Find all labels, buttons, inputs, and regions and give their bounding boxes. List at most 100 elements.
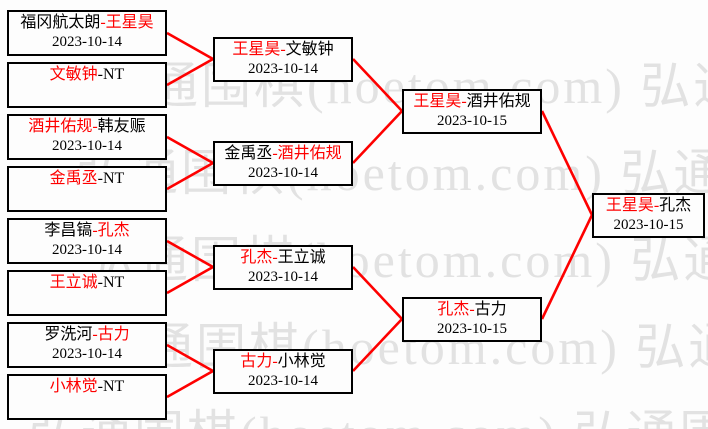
player-name: 王立诚	[277, 248, 326, 266]
watermark-text: 弘通围棋(hoetom.com) 弘通围棋(hoetom.com)	[28, 394, 708, 429]
match-date: 2023-10-14	[248, 372, 318, 389]
pairing-dash: -	[97, 66, 103, 83]
player-name: 王立诚	[49, 274, 98, 291]
pairing-dash: -	[100, 14, 106, 31]
connector-line	[166, 31, 214, 61]
pairing-dash: -	[92, 326, 98, 343]
player-name: 酒井佑规	[277, 144, 342, 162]
watermark-text: 弘通围棋(hoetom.com) 弘通围棋(hoetom.com)	[85, 232, 708, 288]
connector-line	[166, 161, 214, 191]
player-name: 酒井佑规	[466, 92, 531, 110]
pairing-dash: -	[97, 378, 103, 395]
player-name: 小林觉	[277, 352, 326, 370]
player-name: 古力	[474, 300, 507, 318]
match-date: 2023-10-14	[52, 138, 122, 154]
match-date: 2023-10-14	[52, 34, 122, 50]
connector-line	[166, 265, 214, 295]
connector-line	[166, 369, 214, 399]
player-name: 王星昊	[105, 14, 154, 31]
player-name: 小林觉	[49, 378, 98, 395]
pairing-dash: -	[461, 92, 467, 110]
match-pairing: 古力-小林觉	[215, 351, 351, 372]
match-date: 2023-10-15	[437, 320, 507, 337]
match-date: 2023-10-14	[52, 346, 122, 362]
player-name: 孔杰	[437, 300, 470, 318]
player-name: NT	[103, 170, 125, 187]
player-name: 李昌镐	[44, 222, 93, 239]
match-pairing: 福冈航太朗-王星昊	[9, 12, 165, 33]
player-name: 王星昊	[413, 92, 462, 110]
match-box-round1-game4: 金禹丞-NT	[7, 166, 167, 212]
match-pairing: 王立诚-NT	[9, 272, 165, 293]
pairing-dash: -	[97, 170, 103, 187]
player-name: 金禹丞	[224, 144, 273, 162]
player-name: 酒井佑规	[28, 118, 93, 135]
match-box-round1-game6: 王立诚-NT	[7, 270, 167, 316]
match-pairing: 李昌镐-孔杰	[9, 220, 165, 241]
player-name: 文敏钟	[49, 66, 98, 83]
player-name: 文敏钟	[285, 40, 334, 58]
player-name: 金禹丞	[49, 170, 98, 187]
connector-line	[352, 318, 403, 372]
connector-line	[166, 343, 214, 373]
connector-line	[352, 266, 403, 320]
pairing-dash: -	[653, 196, 660, 214]
connector-line	[352, 58, 403, 112]
connector-line	[540, 110, 594, 216]
connector-line	[166, 135, 214, 165]
player-name: NT	[103, 274, 125, 291]
player-name: 孔杰	[240, 248, 273, 266]
player-name: 孔杰	[659, 196, 692, 214]
pairing-dash: -	[272, 352, 278, 370]
player-name: 韩友赈	[97, 118, 146, 135]
pairing-dash: -	[92, 222, 98, 239]
match-box-round1-game8: 小林觉-NT	[7, 374, 167, 420]
player-name: NT	[103, 66, 125, 83]
pairing-dash: -	[280, 40, 286, 58]
match-pairing: 罗洗河-古力	[9, 324, 165, 345]
player-name: 王星昊	[605, 196, 654, 214]
connector-line	[352, 110, 403, 164]
player-name: 王星昊	[232, 40, 281, 58]
match-date: 2023-10-14	[52, 242, 122, 258]
connector-line	[166, 57, 214, 87]
match-date: 2023-10-14	[248, 60, 318, 77]
pairing-dash: -	[272, 248, 278, 266]
match-pairing: 孔杰-古力	[404, 299, 540, 320]
match-pairing: 王星昊-孔杰	[594, 195, 703, 216]
match-pairing: 金禹丞-酒井佑规	[215, 143, 351, 164]
player-name: 福冈航太朗	[20, 14, 101, 31]
pairing-dash: -	[272, 144, 278, 162]
match-pairing: 文敏钟-NT	[9, 64, 165, 85]
match-pairing: 王星昊-文敏钟	[215, 39, 351, 60]
watermark-text: 弘通围棋(hoetom.com) 弘通围棋(hoetom.com)	[90, 319, 708, 375]
match-date: 2023-10-15	[437, 112, 507, 129]
match-pairing: 王星昊-酒井佑规	[404, 91, 540, 112]
match-date: 2023-10-14	[248, 268, 318, 285]
match-pairing: 金禹丞-NT	[9, 168, 165, 189]
player-name: 古力	[97, 326, 130, 343]
connector-line	[166, 239, 214, 269]
player-name: NT	[103, 378, 125, 395]
watermark-text: 弘通围棋(hoetom.com) 弘通围棋(hoetom.com)	[75, 145, 708, 201]
player-name: 孔杰	[97, 222, 130, 239]
connector-line	[540, 214, 594, 320]
player-name: 古力	[240, 352, 273, 370]
match-pairing: 孔杰-王立诚	[215, 247, 351, 268]
match-box-round1-game2: 文敏钟-NT	[7, 62, 167, 108]
match-pairing: 酒井佑规-韩友赈	[9, 116, 165, 137]
